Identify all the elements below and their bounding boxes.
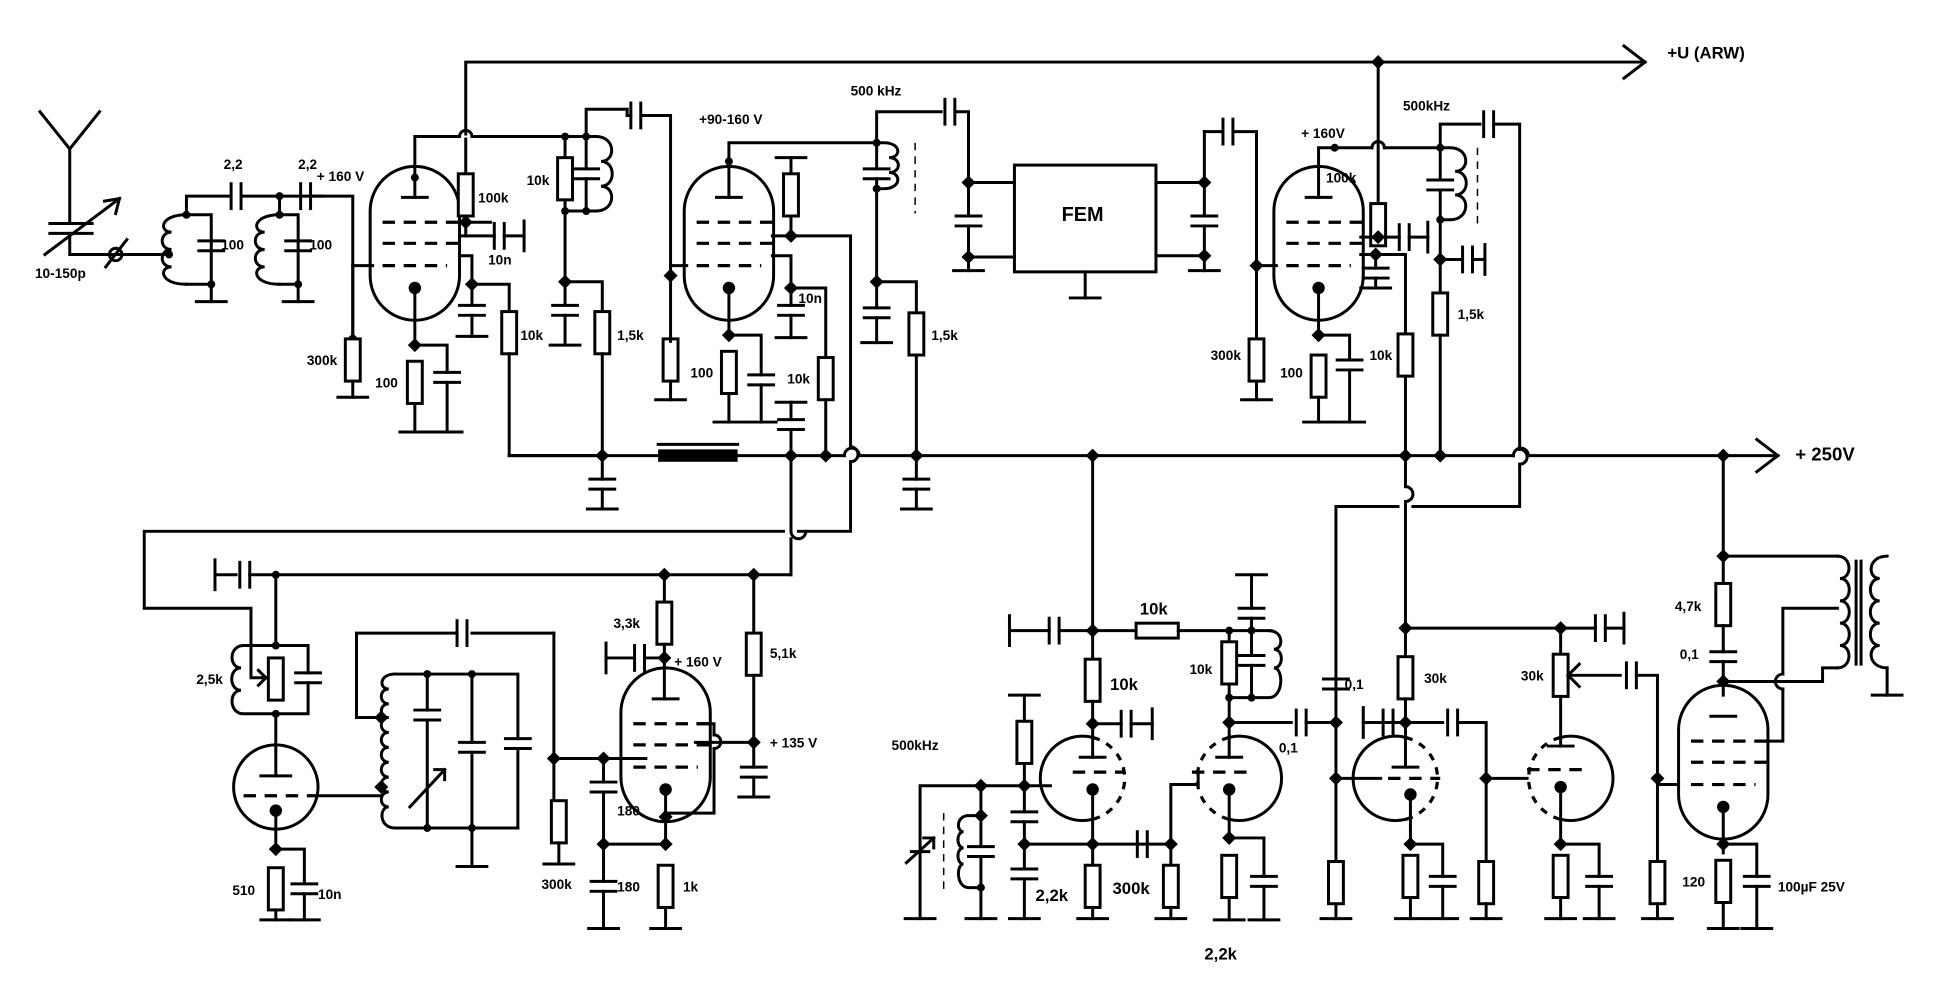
if-grid-leak-label: 300k [1211,348,1242,363]
tone-cap-label: 0,1 [1680,647,1699,662]
rf-decoupling-resistor-label: 10k [520,328,543,343]
osc-cap-1-label: 180 [617,804,640,819]
osc-cap-2-label: 180 [617,879,640,894]
bfo-detector-section [903,454,1337,922]
mixer-screen-bypass-label: 10n [798,291,822,306]
mixer-tube [654,141,879,533]
if-amp-tube [1240,60,1442,458]
osc-screen-resistor-label: 5,1k [770,646,797,661]
if-decoupling-resistor-label: 1,5k [931,328,958,343]
osc-screen-voltage: + 135 V [770,735,817,750]
rf-screen-resistor-label: 100k [478,190,509,205]
input-tank-2 [253,182,360,348]
tank-cap-2-label: 100 [309,238,332,253]
rf-feed-resistor-label: 1,5k [617,328,644,343]
rf-grid-leak-label: 300k [307,353,338,368]
if-cathode-resistor-label: 100 [1280,365,1303,380]
trimmer-label: 10-150p [35,266,86,281]
audio-coupling-cap-label: 0,1 [1345,677,1364,692]
fem-filter-block [952,117,1258,342]
rf-screen-bypass-label: 10n [488,252,512,267]
osc-pot-label: 2,5k [196,672,223,687]
fem-label: FEM [1062,204,1104,226]
rf-cathode-resistor-label: 100 [375,375,398,390]
output-cathode-bypass-label: 100µF 25V [1778,879,1845,894]
antenna-icon [37,109,157,269]
bfo-cathode-resistor-label: 2,2k [1036,886,1069,905]
mixer-if-frequency: 500 kHz [851,84,902,99]
bfo-frequency: 500kHz [892,738,939,753]
bfo-coupling-cap-label: 0,1 [1279,740,1298,755]
b-plus-rail [507,400,1781,541]
bfo-load-resistor-label: 10k [1189,662,1212,677]
osc-plate-resistor-label: 3,3k [613,616,640,631]
osc-cathode-resistor-2-label: 1k [683,879,699,894]
agc-rail [464,43,1648,136]
volume-pot-label: 30k [1521,668,1544,683]
output-cathode-resistor-label: 120 [1682,874,1705,889]
osc-cathode-resistor-label: 510 [232,883,255,898]
bfo-series-resistor-label: 10k [1140,599,1169,618]
b-plus-label: + 250V [1795,444,1855,465]
if-amp-frequency: 500kHz [1403,98,1450,113]
osc-grid-leak-label: 300k [541,877,572,892]
osc-plate-voltage: + 160 V [674,655,721,670]
if-transformer-1 [860,97,970,458]
osc-cathode-bypass-label: 10n [318,887,342,902]
mixer-cathode-resistor-label: 100 [690,365,713,380]
mixer-screen-resistor-label: 10k [787,372,810,387]
tank-cap-1-label: 100 [221,238,244,253]
rf-load-resistor-label: 10k [527,173,550,188]
output-plate-resistor-label: 4,7k [1675,599,1702,614]
bfo-grid-leak-label: 300k [1113,879,1151,898]
mixer-plate-voltage: +90-160 V [699,112,762,127]
bfo-cathode-resistor-2-label: 2,2k [1204,945,1237,964]
coupling-cap-2-label: 2,2 [298,157,317,172]
bfo-plate-resistor-label: 10k [1110,675,1139,694]
oscillator-section [142,529,793,931]
if-decoupling-resistor-label: 10k [1369,348,1392,363]
coupling-cap-1-label: 2,2 [224,157,243,172]
agc-rail-label: +U (ARW) [1667,43,1744,62]
if-plate-voltage: + 160V [1301,126,1345,141]
rf-plate-voltage: + 160 V [317,169,364,184]
if-screen-resistor-label: 100k [1326,170,1357,185]
audio-plate-resistor-label: 30k [1424,671,1447,686]
audio-section [1319,454,1904,931]
if-amp-feed-resistor-label: 1,5k [1458,307,1485,322]
rf-plate-tank [548,101,678,458]
